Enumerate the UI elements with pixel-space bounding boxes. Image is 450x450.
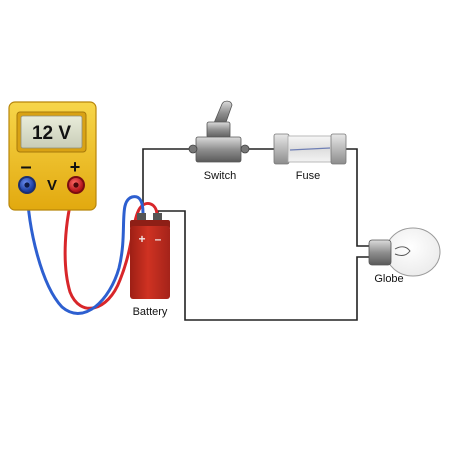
wire-fuse-to-globe [345,148,370,247]
circuit-wires [142,148,370,321]
probe-wires [25,184,159,315]
switch-collar [206,121,231,139]
positive-jack[interactable] [67,176,85,194]
fuse [273,133,347,165]
negative-jack[interactable] [18,176,36,194]
globe-filament [394,246,411,256]
fuse-cap-right [330,133,347,165]
fuse-element [289,147,331,151]
voltmeter-screen [20,115,83,149]
probe-wire-blue [25,184,145,315]
voltmeter-unit-symbol: V [47,177,57,194]
battery-negative-sign: – [155,232,162,246]
globe [368,227,441,277]
switch-body [195,136,242,163]
battery-label: Battery [133,306,168,318]
globe-base [368,239,392,266]
globe-label: Globe [374,273,403,285]
wire-globe-to-battery [157,210,370,321]
battery-terminal-negative [153,213,162,223]
voltmeter-negative-sign: – [20,156,31,178]
globe-bulb [385,227,441,277]
voltmeter-positive-sign: + [70,157,81,177]
battery-body [130,226,170,299]
fuse-label: Fuse [296,170,320,182]
wire-battery-to-switch [142,148,196,213]
battery: + – [130,213,170,299]
switch[interactable] [188,100,250,163]
switch-label: Switch [204,170,236,182]
switch-lever[interactable] [213,100,233,126]
battery-positive-sign: + [138,232,145,246]
voltmeter-reading: 12 V [32,123,71,144]
voltmeter: 12 V – + V [8,101,97,211]
fuse-cap-left [273,133,290,165]
battery-terminal-positive [137,213,146,223]
